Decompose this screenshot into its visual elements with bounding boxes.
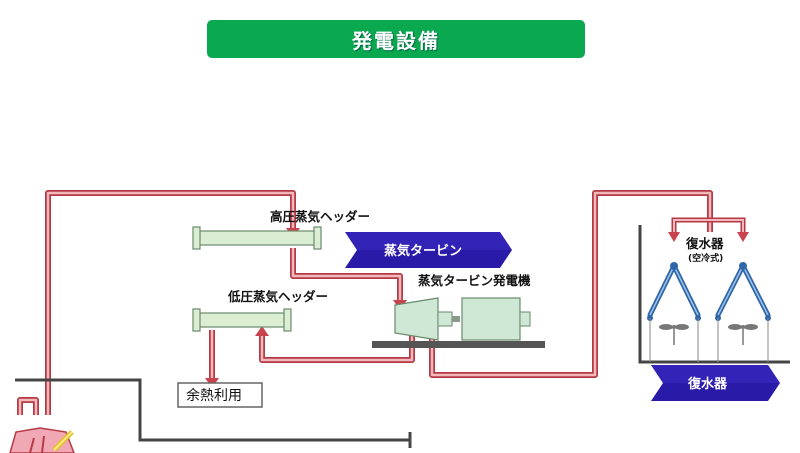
air-cooled-condenser [647, 263, 771, 318]
waste-heat-box: 余熱利用 [177, 382, 263, 408]
condenser-label: 復水器 [685, 236, 724, 251]
steam-turbine-banner: 蒸気タービン [345, 232, 512, 268]
condenser-type-label: (空冷式) [688, 252, 723, 264]
lp-steam-header [192, 308, 292, 332]
boiler-partial [9, 427, 75, 453]
hp-steam-header [192, 226, 322, 250]
condenser-banner-text: 復水器 [687, 376, 728, 392]
lp-header-label: 低圧蒸気ヘッダー [227, 289, 328, 304]
steam-pipes [17, 190, 713, 415]
condenser-banner: 復水器 [651, 365, 780, 401]
turbine-generator-label: 蒸気タービン発電機 [418, 273, 531, 288]
turbine-generator [372, 297, 545, 348]
building-walls [15, 225, 790, 448]
condenser-fans [647, 262, 771, 345]
steam-turbine-banner-text: 蒸気タービン [384, 243, 462, 259]
waste-heat-label: 余熱利用 [186, 387, 242, 404]
hp-header-label: 高圧蒸気ヘッダー [270, 209, 370, 224]
page-title: 発電設備 [207, 20, 585, 58]
